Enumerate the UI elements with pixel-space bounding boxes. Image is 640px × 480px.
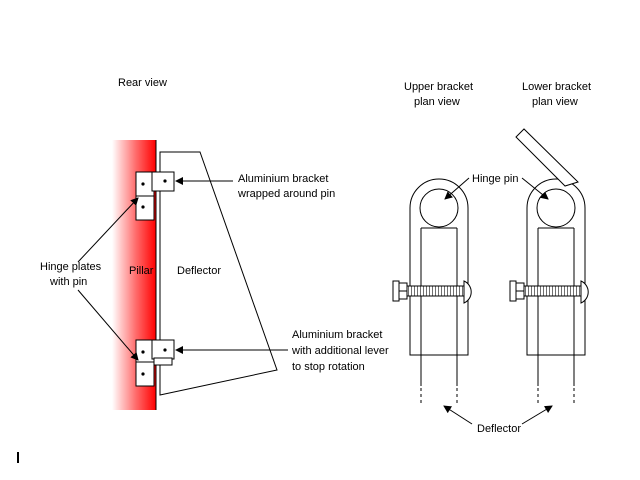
aluminium-bracket-bottom-label-line3: to stop rotation [292,361,365,373]
deflector-plate [159,151,278,396]
hinge-pin-label: Hinge pin [472,173,518,185]
deflector-bottom-arrow-right [521,405,553,425]
aluminium-bracket-bottom-label-line2: with additional lever [291,345,389,357]
hinge-pin-arrow-left [444,177,470,200]
deflector-bottom-label: Deflector [477,423,521,435]
lower-bracket-label-line1: Lower bracket [522,81,591,93]
upper-bracket-label-line1: Upper bracket [404,81,473,93]
pillar-label: Pillar [129,265,154,277]
upper-bracket-plan [392,178,472,405]
hinge-plates-arrow-upper [77,197,139,263]
aluminium-bracket-top-label-line2: wrapped around pin [237,188,335,200]
lower-hinge [135,339,175,387]
aluminium-bracket-top-label-line1: Aluminium bracket [238,173,328,185]
lower-bracket-plan [509,128,589,405]
upper-hinge [135,171,175,221]
aluminium-bracket-bottom-label-line1: Aluminium bracket [292,329,382,341]
rotation-lever [515,128,579,187]
rear-view-label: Rear view [118,77,167,89]
deflector-bottom-arrow-left [443,405,473,425]
hinge-plates-arrow-lower [77,289,139,361]
hinge-plates-label-line2: with pin [49,276,87,288]
text-cursor [17,452,19,463]
hinge-pin-arrow-right [521,177,549,200]
upper-bracket-label-line2: plan view [414,96,460,108]
deflector-label: Deflector [177,265,221,277]
hinge-plates-label-line1: Hinge plates [40,261,102,273]
lower-bracket-label-line2: plan view [532,96,578,108]
